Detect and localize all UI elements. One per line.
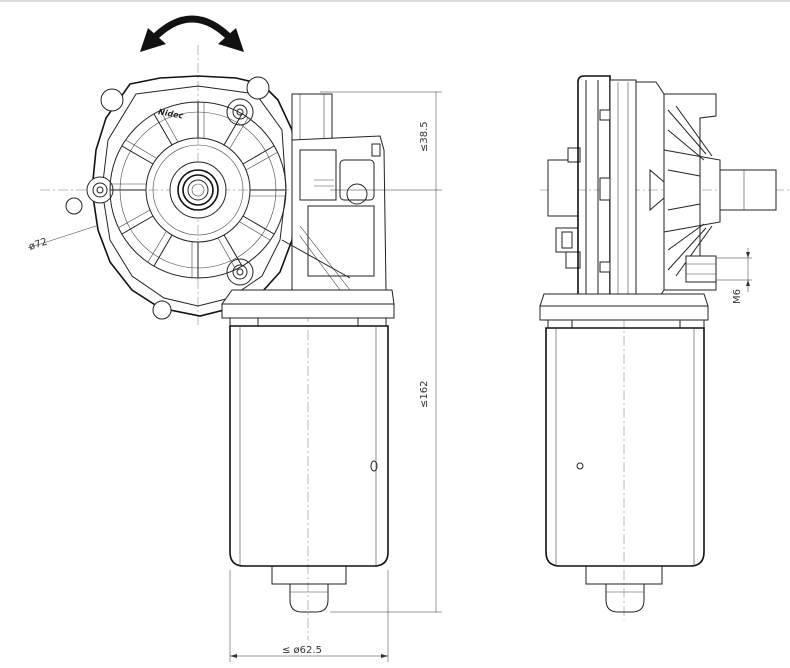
gear-diameter-label: ø72 [28,237,49,253]
shaft-offset-label: ≤38.5 [419,121,430,152]
connector-housing [281,93,387,291]
side-connector [547,147,581,269]
gear-wheel [109,101,287,279]
front-view: Nidec [28,15,442,662]
motor-can [229,325,389,613]
bidirectional-rotation-arrow-icon [140,15,244,52]
side-motor-can [545,327,705,613]
thread-label: M6 [732,289,743,304]
brand-logo: Nidec [157,107,184,120]
overall-height-label: ≤162 [419,381,430,408]
motor-diameter-label: ≤ ø62.5 [282,645,322,656]
mounting-flange [221,289,395,327]
side-flange [539,293,709,329]
gear-cover-plates [577,75,665,307]
side-view: M6 [539,75,790,620]
gearbox-ribs [649,93,777,291]
